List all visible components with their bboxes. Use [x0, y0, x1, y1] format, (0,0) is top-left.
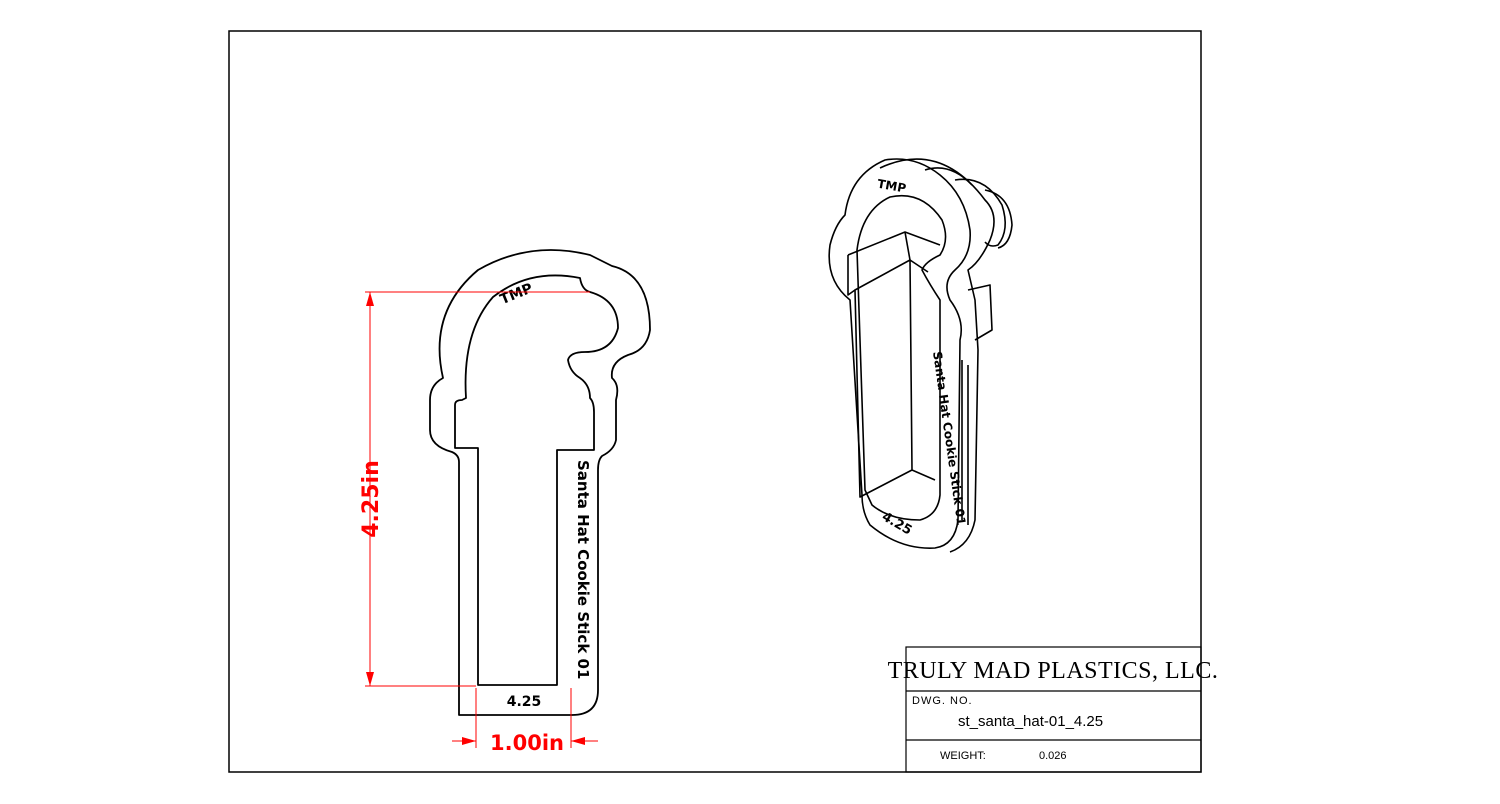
- front-tmp-label: TMP: [498, 281, 535, 308]
- iso-cavity-box: [854, 259, 936, 498]
- weight-value: 0.026: [1039, 750, 1067, 762]
- dwg-no-label: DWG. NO.: [912, 695, 973, 707]
- company-name: TRULY MAD PLASTICS, LLC.: [888, 658, 1219, 684]
- dwg-no-value: st_santa_hat-01_4.25: [958, 713, 1103, 730]
- weight-label: WEIGHT:: [940, 750, 986, 762]
- height-arrow-top: [366, 292, 374, 306]
- front-inner-outline: [454, 274, 619, 686]
- height-dimension: [365, 291, 590, 687]
- iso-side-strip: [961, 360, 969, 525]
- height-arrow-bottom: [366, 672, 374, 686]
- iso-back-bump-2: [954, 178, 1006, 247]
- width-dimension: [452, 688, 598, 748]
- sheet-border: [228, 30, 1202, 773]
- iso-back-bump-1: [924, 167, 973, 186]
- iso-bottom-label: 4.25: [879, 509, 914, 538]
- title-block: [905, 646, 1202, 773]
- iso-side-plate: [967, 284, 993, 341]
- iso-inner-rim: [856, 194, 947, 521]
- front-outer-outline: [429, 249, 651, 716]
- iso-cavity-top: [847, 231, 941, 256]
- front-bottom-label: 4.25: [507, 694, 542, 710]
- height-dimension-label: 4.25in: [359, 460, 384, 537]
- iso-outer-outline: [828, 158, 972, 549]
- front-view: [429, 249, 651, 716]
- width-arrow-right: [571, 737, 585, 745]
- iso-cavity-inner: [847, 255, 856, 296]
- isometric-view: [828, 158, 1013, 553]
- iso-tmp-label: TMP: [876, 177, 907, 196]
- title-block-frame: [905, 646, 1202, 773]
- front-side-label: Santa Hat Cookie Stick 01: [574, 460, 592, 679]
- width-arrow-left: [462, 737, 476, 745]
- width-dimension-label: 1.00in: [490, 731, 564, 755]
- iso-back-bump-3: [984, 189, 1013, 249]
- iso-inner-notch: [904, 231, 911, 261]
- iso-back-rim: [879, 158, 995, 553]
